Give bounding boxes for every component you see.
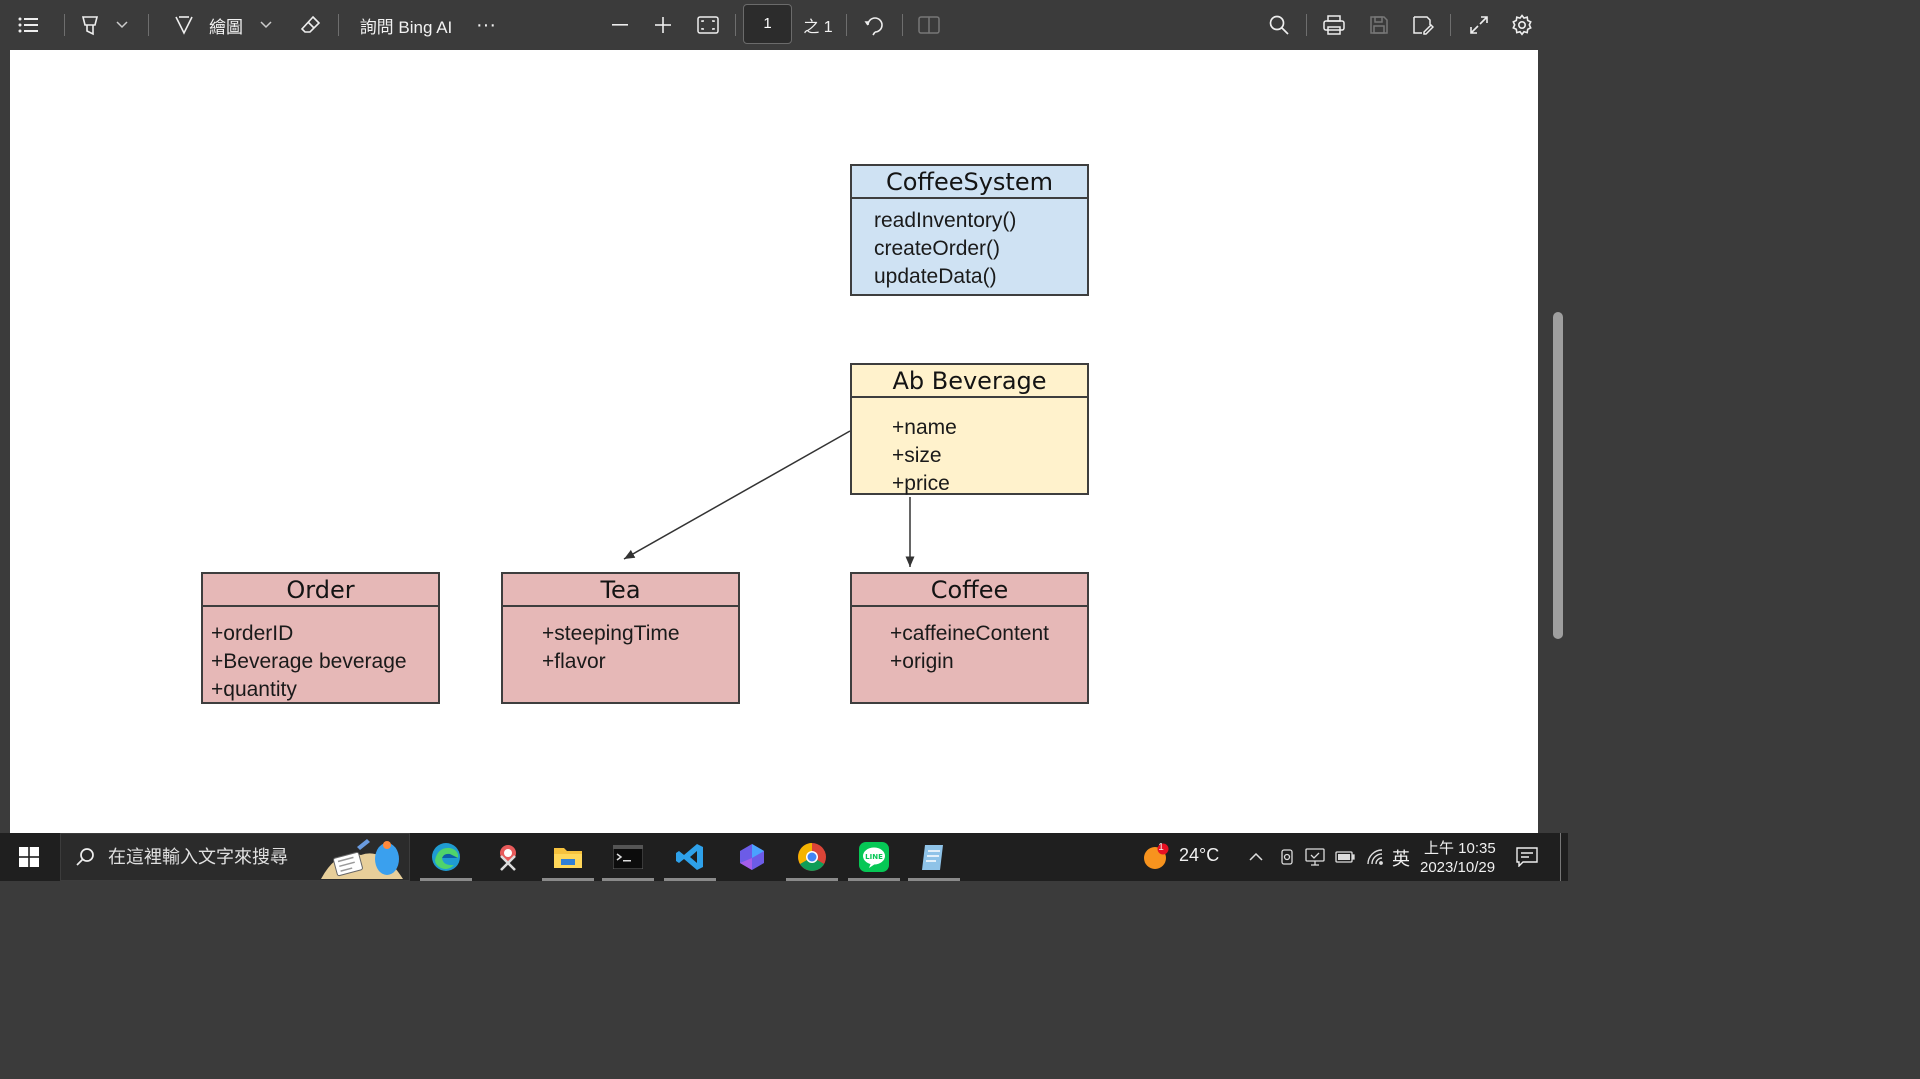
search-highlight-icon[interactable] bbox=[316, 833, 406, 881]
start-button[interactable] bbox=[6, 833, 52, 881]
fit-page-icon[interactable] bbox=[694, 0, 722, 50]
class-member: +Beverage beverage bbox=[211, 650, 407, 673]
notification-icon[interactable] bbox=[1512, 833, 1542, 881]
class-member: createOrder() bbox=[874, 237, 1001, 260]
class-abstract-beverage: Ab Beverage +name +size +price bbox=[850, 363, 1089, 495]
search-icon bbox=[70, 833, 100, 881]
save-icon[interactable] bbox=[1364, 0, 1394, 50]
zoom-out-icon[interactable] bbox=[606, 0, 634, 50]
draw-icon[interactable] bbox=[170, 0, 198, 50]
draw-label[interactable]: 繪圖 bbox=[209, 17, 243, 37]
wifi-icon[interactable] bbox=[1364, 833, 1388, 881]
snipping-tool-icon[interactable] bbox=[482, 833, 534, 881]
class-tea: Tea +steepingTime +flavor bbox=[501, 572, 740, 704]
class-member: +flavor bbox=[542, 650, 606, 673]
meet-now-icon[interactable] bbox=[1276, 833, 1298, 881]
windows-taskbar: 在這裡輸入文字來搜尋 LINE bbox=[0, 833, 1568, 881]
class-coffee-system: CoffeeSystem readInventory() createOrder… bbox=[850, 164, 1089, 296]
temperature[interactable]: 24°C bbox=[1179, 845, 1220, 865]
class-title: Coffee bbox=[852, 574, 1087, 607]
weather-badge: 1 bbox=[1158, 842, 1164, 853]
pdf-toolbar: 繪圖 詢問 Bing AI ··· 1 之 1 bbox=[0, 0, 1568, 50]
class-member: +steepingTime bbox=[542, 622, 680, 645]
class-member: +origin bbox=[890, 650, 954, 673]
chrome-icon[interactable] bbox=[786, 833, 838, 881]
ask-bing-button[interactable]: 詢問 Bing AI bbox=[359, 17, 453, 37]
edge-icon[interactable] bbox=[420, 833, 472, 881]
file-explorer-icon[interactable] bbox=[542, 833, 594, 881]
copilot-icon[interactable] bbox=[726, 833, 778, 881]
connector-layer bbox=[623, 430, 915, 567]
terminal-icon[interactable] bbox=[602, 833, 654, 881]
show-desktop-divider[interactable] bbox=[1560, 833, 1561, 881]
contents-icon[interactable] bbox=[12, 0, 44, 50]
class-member: +size bbox=[892, 444, 942, 467]
class-title: Tea bbox=[503, 574, 738, 607]
clock-date[interactable]: 2023/10/29 bbox=[1420, 859, 1496, 876]
search-placeholder[interactable]: 在這裡輸入文字來搜尋 bbox=[108, 847, 288, 867]
print-icon[interactable] bbox=[1318, 0, 1350, 50]
svg-text:LINE: LINE bbox=[865, 853, 883, 861]
windows-logo-icon bbox=[19, 847, 39, 867]
class-member: +quantity bbox=[211, 678, 297, 701]
input-method-indicator[interactable]: 英 bbox=[1392, 849, 1410, 869]
highlight-icon[interactable] bbox=[76, 0, 104, 50]
class-member: +orderID bbox=[211, 622, 294, 645]
more-options-button[interactable]: ··· bbox=[476, 13, 496, 36]
class-title: Ab Beverage bbox=[852, 365, 1087, 398]
weather-icon[interactable] bbox=[1140, 833, 1172, 881]
rotate-icon[interactable] bbox=[860, 0, 890, 50]
notepad-icon[interactable] bbox=[908, 833, 960, 881]
class-order: Order +orderID +Beverage beverage +quant… bbox=[201, 572, 440, 704]
class-member: +caffeineContent bbox=[890, 622, 1049, 645]
two-page-icon[interactable] bbox=[914, 0, 944, 50]
class-member: +price bbox=[892, 472, 950, 495]
display-icon[interactable] bbox=[1304, 833, 1326, 881]
class-coffee: Coffee +caffeineContent +origin bbox=[850, 572, 1089, 704]
settings-icon[interactable] bbox=[1507, 0, 1537, 50]
eraser-icon[interactable] bbox=[296, 0, 326, 50]
fullscreen-icon[interactable] bbox=[1464, 0, 1494, 50]
scrollbar-thumb[interactable] bbox=[1553, 312, 1563, 639]
line-icon[interactable]: LINE bbox=[848, 833, 900, 881]
page-number-input[interactable]: 1 bbox=[743, 4, 792, 44]
class-member: readInventory() bbox=[874, 209, 1017, 232]
page-total: 之 1 bbox=[803, 19, 833, 36]
inheritance-arrow-tea bbox=[623, 430, 851, 560]
class-title: Order bbox=[203, 574, 438, 607]
chevron-up-icon[interactable] bbox=[1244, 833, 1268, 881]
save-as-icon[interactable] bbox=[1408, 0, 1438, 50]
class-member: +name bbox=[892, 416, 957, 439]
battery-icon[interactable] bbox=[1334, 833, 1356, 881]
zoom-in-icon[interactable] bbox=[649, 0, 677, 50]
vscode-icon[interactable] bbox=[664, 833, 716, 881]
document-viewer: CoffeeSystem readInventory() createOrder… bbox=[0, 50, 1568, 833]
search-icon[interactable] bbox=[1264, 0, 1294, 50]
clock-time[interactable]: 上午 10:35 bbox=[1424, 840, 1496, 857]
pdf-page: CoffeeSystem readInventory() createOrder… bbox=[10, 50, 1538, 833]
class-member: updateData() bbox=[874, 265, 997, 288]
chevron-down-icon[interactable] bbox=[112, 0, 132, 50]
class-title: CoffeeSystem bbox=[852, 166, 1087, 199]
chevron-down-icon[interactable] bbox=[256, 0, 276, 50]
